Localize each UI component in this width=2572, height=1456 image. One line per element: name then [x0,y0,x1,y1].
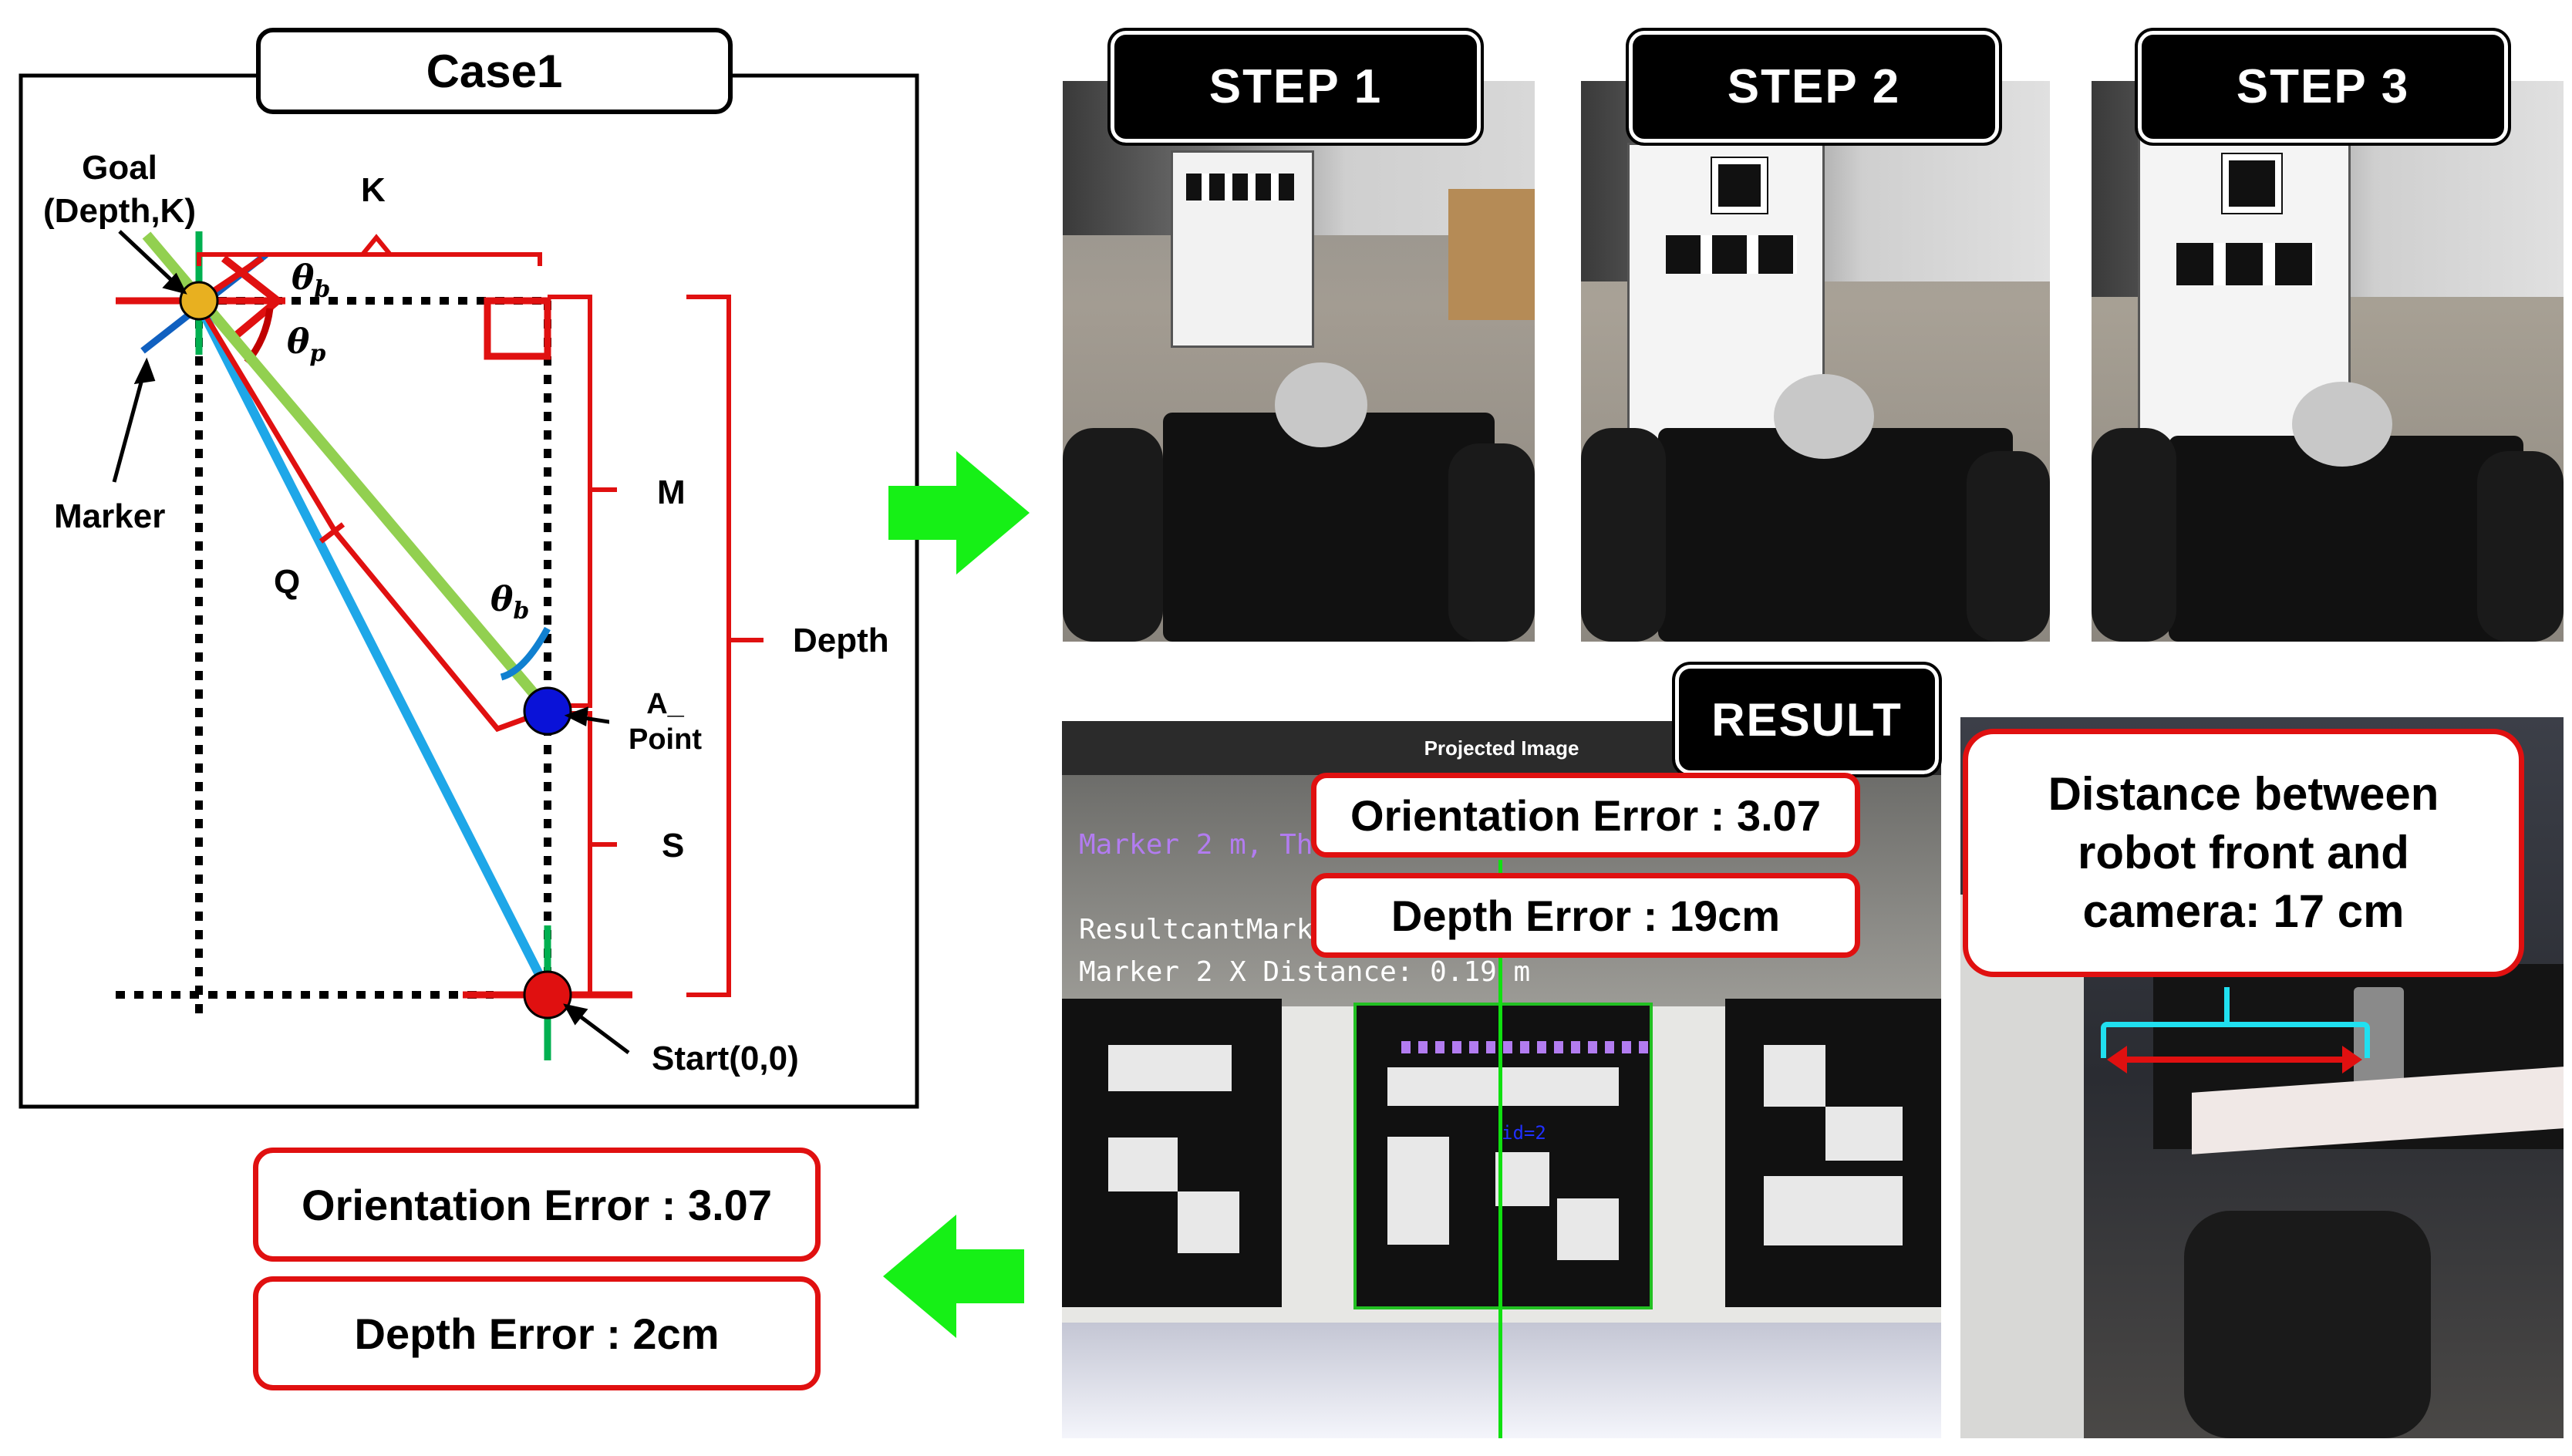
step3-robot-body [2169,436,2523,642]
aruco-marker-right [1725,999,1941,1307]
blue-line [194,302,552,993]
camera-photo-board [1960,895,2084,1438]
step1-box [1448,189,1535,320]
step1-wheel-left [1063,428,1163,642]
theta-b-top-symbol: θ [292,258,315,298]
step2-photo [1581,81,2050,642]
label-pointers [112,230,630,1054]
step3-marker-row [2176,243,2315,285]
camera-photo-wheel [2184,1211,2431,1438]
case-title: Case1 [426,45,563,97]
start-point-dot [523,970,572,1020]
theta-b-top-sub: b [314,275,331,303]
marker-dotted-line [1401,1041,1656,1053]
marker-label: Marker [54,497,166,535]
step1-tag: STEP 1 [1107,28,1484,146]
step3-wheel-left [2092,428,2176,642]
theta-b-top-label: θb [292,258,330,303]
result-tag: RESULT [1672,662,1942,777]
result-orientation-error: Orientation Error : 3.07 [1311,773,1860,858]
camera-photo-camera [2354,987,2404,1095]
final-depth-error: Depth Error : 2cm [253,1276,821,1390]
theta-p-label: θp [287,322,325,367]
goal-label: Goal (Depth,K) [39,147,201,233]
step2-marker-row [1666,235,1797,274]
step2-marker-top [1711,157,1768,214]
q-label: Q [274,563,301,601]
step3-tag: STEP 3 [2135,28,2511,146]
step2-wheel-right [1967,451,2050,642]
final-orientation-error: Orientation Error : 3.07 [253,1148,821,1262]
a-point-label-line1: A_ [646,688,684,720]
step3-wheel-right [2477,451,2564,642]
aruco-marker-left [1062,999,1282,1307]
overlay-distance-text: Marker 2 X Distance: 0.19 m [1079,956,1531,988]
step1-robot-lidar [1275,362,1367,447]
goal-point-dot [179,281,219,321]
camera-red-arrow-left-head [2107,1046,2127,1073]
step2-wheel-left [1581,428,1666,642]
window-title: Projected Image [1424,736,1579,760]
theta-b-mid-label: θb [490,580,529,625]
theta-p-sub: p [309,339,326,367]
theta-b-mid-symbol: θ [490,580,514,619]
step1-wheel-right [1448,443,1535,642]
depth-bracket [686,295,764,997]
camera-cyan-bracket [2101,1022,2370,1058]
step1-photo [1063,81,1535,642]
case1-diagram [19,73,919,1109]
camera-distance-note: Distance between robot front and camera:… [1963,729,2524,977]
camera-red-arrow-right-head [2342,1046,2362,1073]
s-label: S [662,827,685,865]
center-green-line [1498,860,1502,1438]
aruco-marker-center [1353,1003,1653,1309]
theta-p-symbol: θ [287,322,310,362]
overlay-marker-text: Marker 2 m, Th [1079,829,1313,861]
step1-marker [1186,174,1294,201]
step2-tag: STEP 2 [1626,28,2002,146]
a-point-dot [523,686,572,736]
step3-robot-lidar [2292,382,2392,467]
overlay-id-text: id=2 [1502,1122,1546,1144]
k-label: K [361,171,386,209]
theta-b-arc [500,626,551,681]
step1-robot-body [1163,413,1495,642]
case-title-box: Case1 [256,28,733,114]
depth-label: Depth [793,622,889,659]
left-arrow-icon [883,1215,1024,1338]
result-depth-error: Depth Error : 19cm [1311,873,1860,958]
start-label: Start(0,0) [652,1040,799,1077]
step2-robot-body [1658,428,2013,642]
right-arrow-icon [888,451,1030,575]
s-bracket [548,711,592,997]
k-bracket [197,252,542,266]
a-point-label-line2: Point [629,723,702,756]
dotted-guides [116,297,551,1014]
q-bracket [196,303,541,733]
goal-label-line1: Goal [82,149,157,187]
a-point-label: A_ Point [609,671,721,770]
theta-b-mid-sub: b [513,597,530,625]
m-label: M [657,474,686,511]
step3-photo [2092,81,2564,642]
m-bracket [548,295,609,708]
step2-robot-lidar [1774,374,1874,459]
right-angle-marker [484,297,551,360]
step3-marker-top [2221,153,2283,214]
camera-cyan-notch [2224,987,2230,1022]
goal-label-line2: (Depth,K) [43,192,196,230]
camera-red-arrow [2115,1057,2346,1063]
